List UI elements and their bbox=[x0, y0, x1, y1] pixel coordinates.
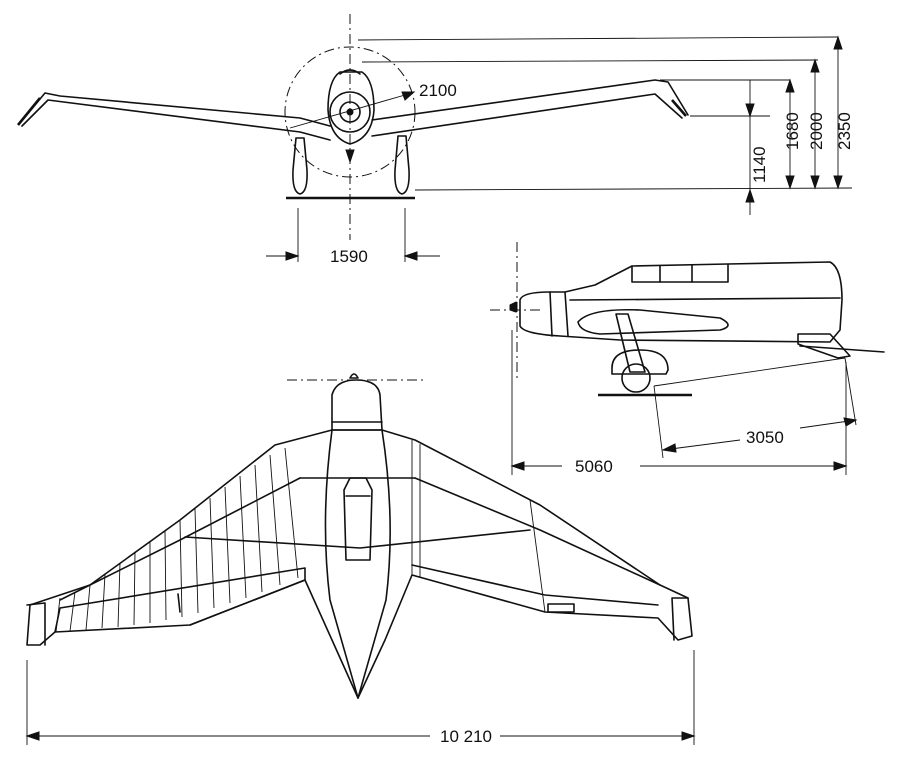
top-cowling bbox=[331, 379, 383, 431]
side-fuselage bbox=[519, 261, 843, 343]
dim-span: 10 210 bbox=[440, 727, 492, 746]
dim-wheelbase: 3050 bbox=[746, 428, 784, 447]
side-view: 5060 3050 bbox=[490, 242, 885, 476]
front-left-gear bbox=[292, 137, 308, 195]
front-right-gear bbox=[394, 135, 410, 195]
dim-1140: 1140 bbox=[750, 146, 769, 183]
dim-prop-diameter: 2100 bbox=[419, 81, 457, 100]
top-wing-outline bbox=[26, 429, 693, 699]
dim-length: 5060 bbox=[575, 457, 613, 476]
dim-2350: 2350 bbox=[835, 112, 854, 150]
front-view: 1590 2100 1140 1680 2000 2350 bbox=[16, 14, 854, 266]
propeller-disc bbox=[284, 46, 416, 178]
top-view: 10 210 bbox=[25, 373, 696, 746]
front-fuselage bbox=[327, 71, 375, 145]
dim-wheel-track: 1590 bbox=[330, 247, 368, 266]
front-right-wing bbox=[371, 79, 689, 137]
dim-2000: 2000 bbox=[807, 112, 826, 150]
front-left-wing bbox=[19, 92, 331, 141]
dim-1680: 1680 bbox=[783, 112, 802, 150]
